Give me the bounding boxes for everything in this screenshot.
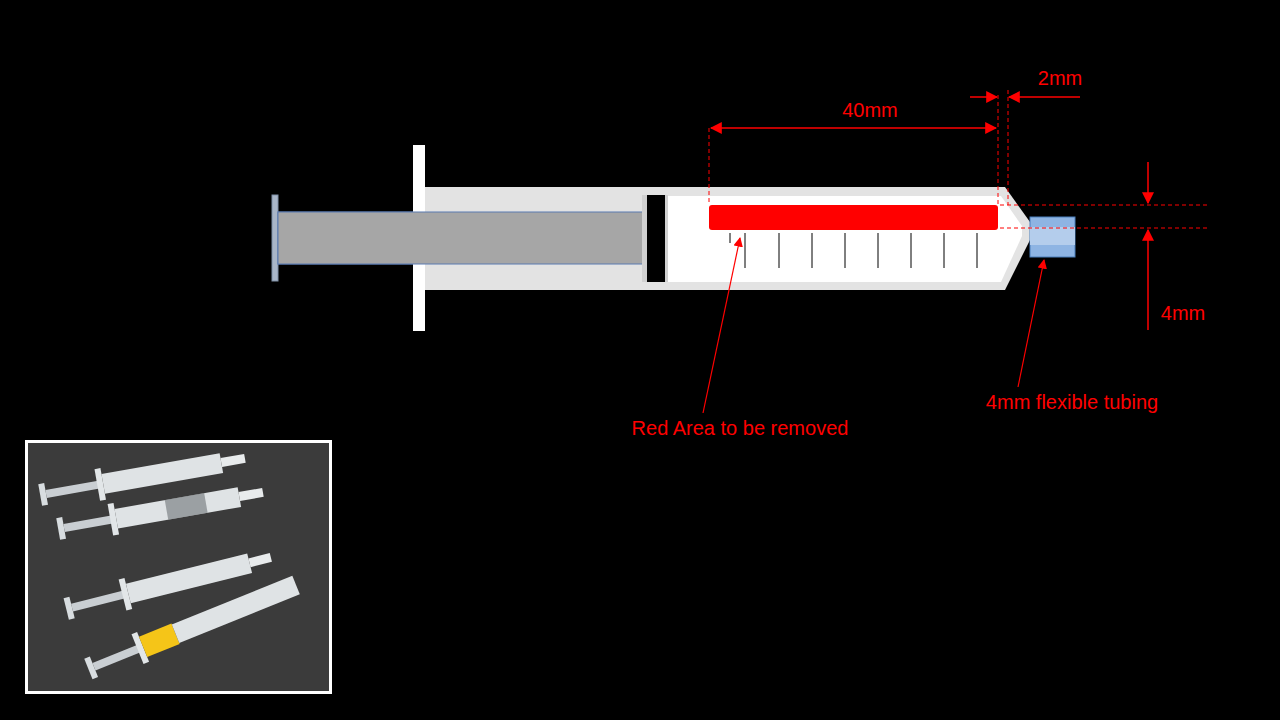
dimension-arrow [1147, 230, 1149, 330]
extension-line [998, 95, 999, 205]
graduation-mark [878, 233, 879, 268]
graduation-mark [977, 233, 978, 268]
dimension-arrow [1009, 96, 1080, 98]
photo-tip [239, 488, 264, 501]
photo-rod [63, 515, 114, 532]
plunger-rod [278, 212, 643, 264]
graduations [730, 233, 977, 268]
barrel-wall [425, 264, 643, 282]
photo-barrel [115, 487, 242, 528]
photo-tip [221, 454, 246, 467]
thumb-rest [272, 195, 278, 281]
dimension-lines [703, 90, 1210, 413]
photo-tip [248, 553, 272, 567]
photo-rod [71, 590, 126, 611]
plunger-stopper [647, 195, 665, 282]
photo-barrel [101, 453, 223, 494]
plunger-rod [278, 212, 643, 264]
photo-barrel [126, 554, 252, 604]
photo-syringe [55, 477, 265, 545]
dimension-label: 4mm [1161, 302, 1205, 324]
dimension-arrow [970, 96, 997, 98]
photo-syringe [82, 570, 302, 684]
graduation-mark [779, 233, 780, 268]
barrel-wall [425, 196, 643, 212]
flexible-tubing [1030, 217, 1075, 257]
extension-line [1000, 228, 1210, 229]
dimension-label: 2mm [1038, 67, 1082, 89]
photo-frame [25, 440, 332, 694]
graduation-mark [812, 233, 813, 268]
photo-syringes [37, 443, 302, 684]
callout-label: Red Area to be removed [632, 417, 849, 439]
graduation-mark [845, 233, 846, 268]
extension-line [709, 128, 710, 205]
graduation-mark [944, 233, 945, 268]
photo-marking [165, 493, 208, 520]
dimension-label: 40mm [842, 99, 898, 121]
graduation-mark [745, 233, 746, 268]
leader-line [1018, 260, 1044, 387]
leader-line [703, 238, 740, 413]
photo-rod [92, 644, 141, 670]
graduation-mark [730, 233, 731, 243]
photo-barrel [172, 576, 300, 643]
graduation-mark [911, 233, 912, 268]
extension-line [1000, 205, 1210, 206]
stopper-edge [642, 195, 668, 282]
photo-ground [28, 443, 329, 691]
dimension-arrow [711, 127, 996, 129]
red-area [709, 205, 998, 230]
dimension-arrow [1147, 162, 1149, 203]
tubing-highlight [1030, 227, 1075, 245]
photo-rod [45, 480, 101, 497]
callout-label: 4mm flexible tubing [986, 391, 1158, 413]
extension-line [1008, 90, 1009, 205]
